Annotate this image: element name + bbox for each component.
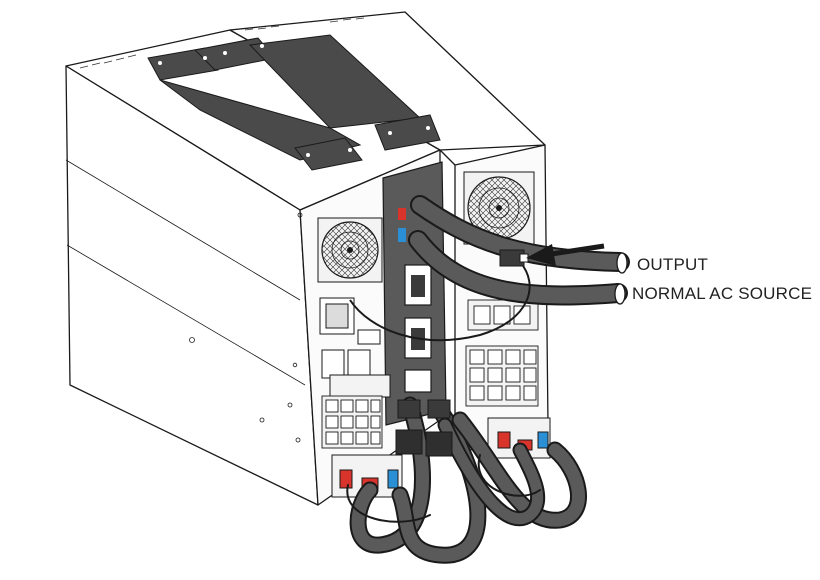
normal-ac-source-label: NORMAL AC SOURCE	[632, 284, 813, 303]
right-cooling-fan	[463, 171, 535, 245]
left-panel-components	[319, 297, 391, 398]
bypass-module	[382, 161, 447, 426]
top-vent-slots	[79, 17, 365, 69]
right-panel-components	[465, 299, 539, 407]
output-arrow	[526, 243, 605, 266]
thin-ground-wire	[346, 484, 431, 523]
left-outlet-grid	[321, 395, 383, 449]
lower-cables	[346, 396, 587, 564]
cable-ends	[614, 252, 628, 305]
output-plug	[499, 249, 529, 267]
main-cables	[408, 195, 630, 306]
bracket-screw-holes	[158, 44, 430, 157]
module-blue-connector	[398, 228, 406, 242]
cabinet-screw-dots	[189, 212, 303, 443]
top-bracket-plate	[147, 34, 441, 171]
output-label: OUTPUT	[637, 255, 709, 274]
lower-connectors	[395, 399, 453, 457]
left-cooling-fan	[317, 217, 383, 283]
signal-cable	[349, 261, 531, 342]
